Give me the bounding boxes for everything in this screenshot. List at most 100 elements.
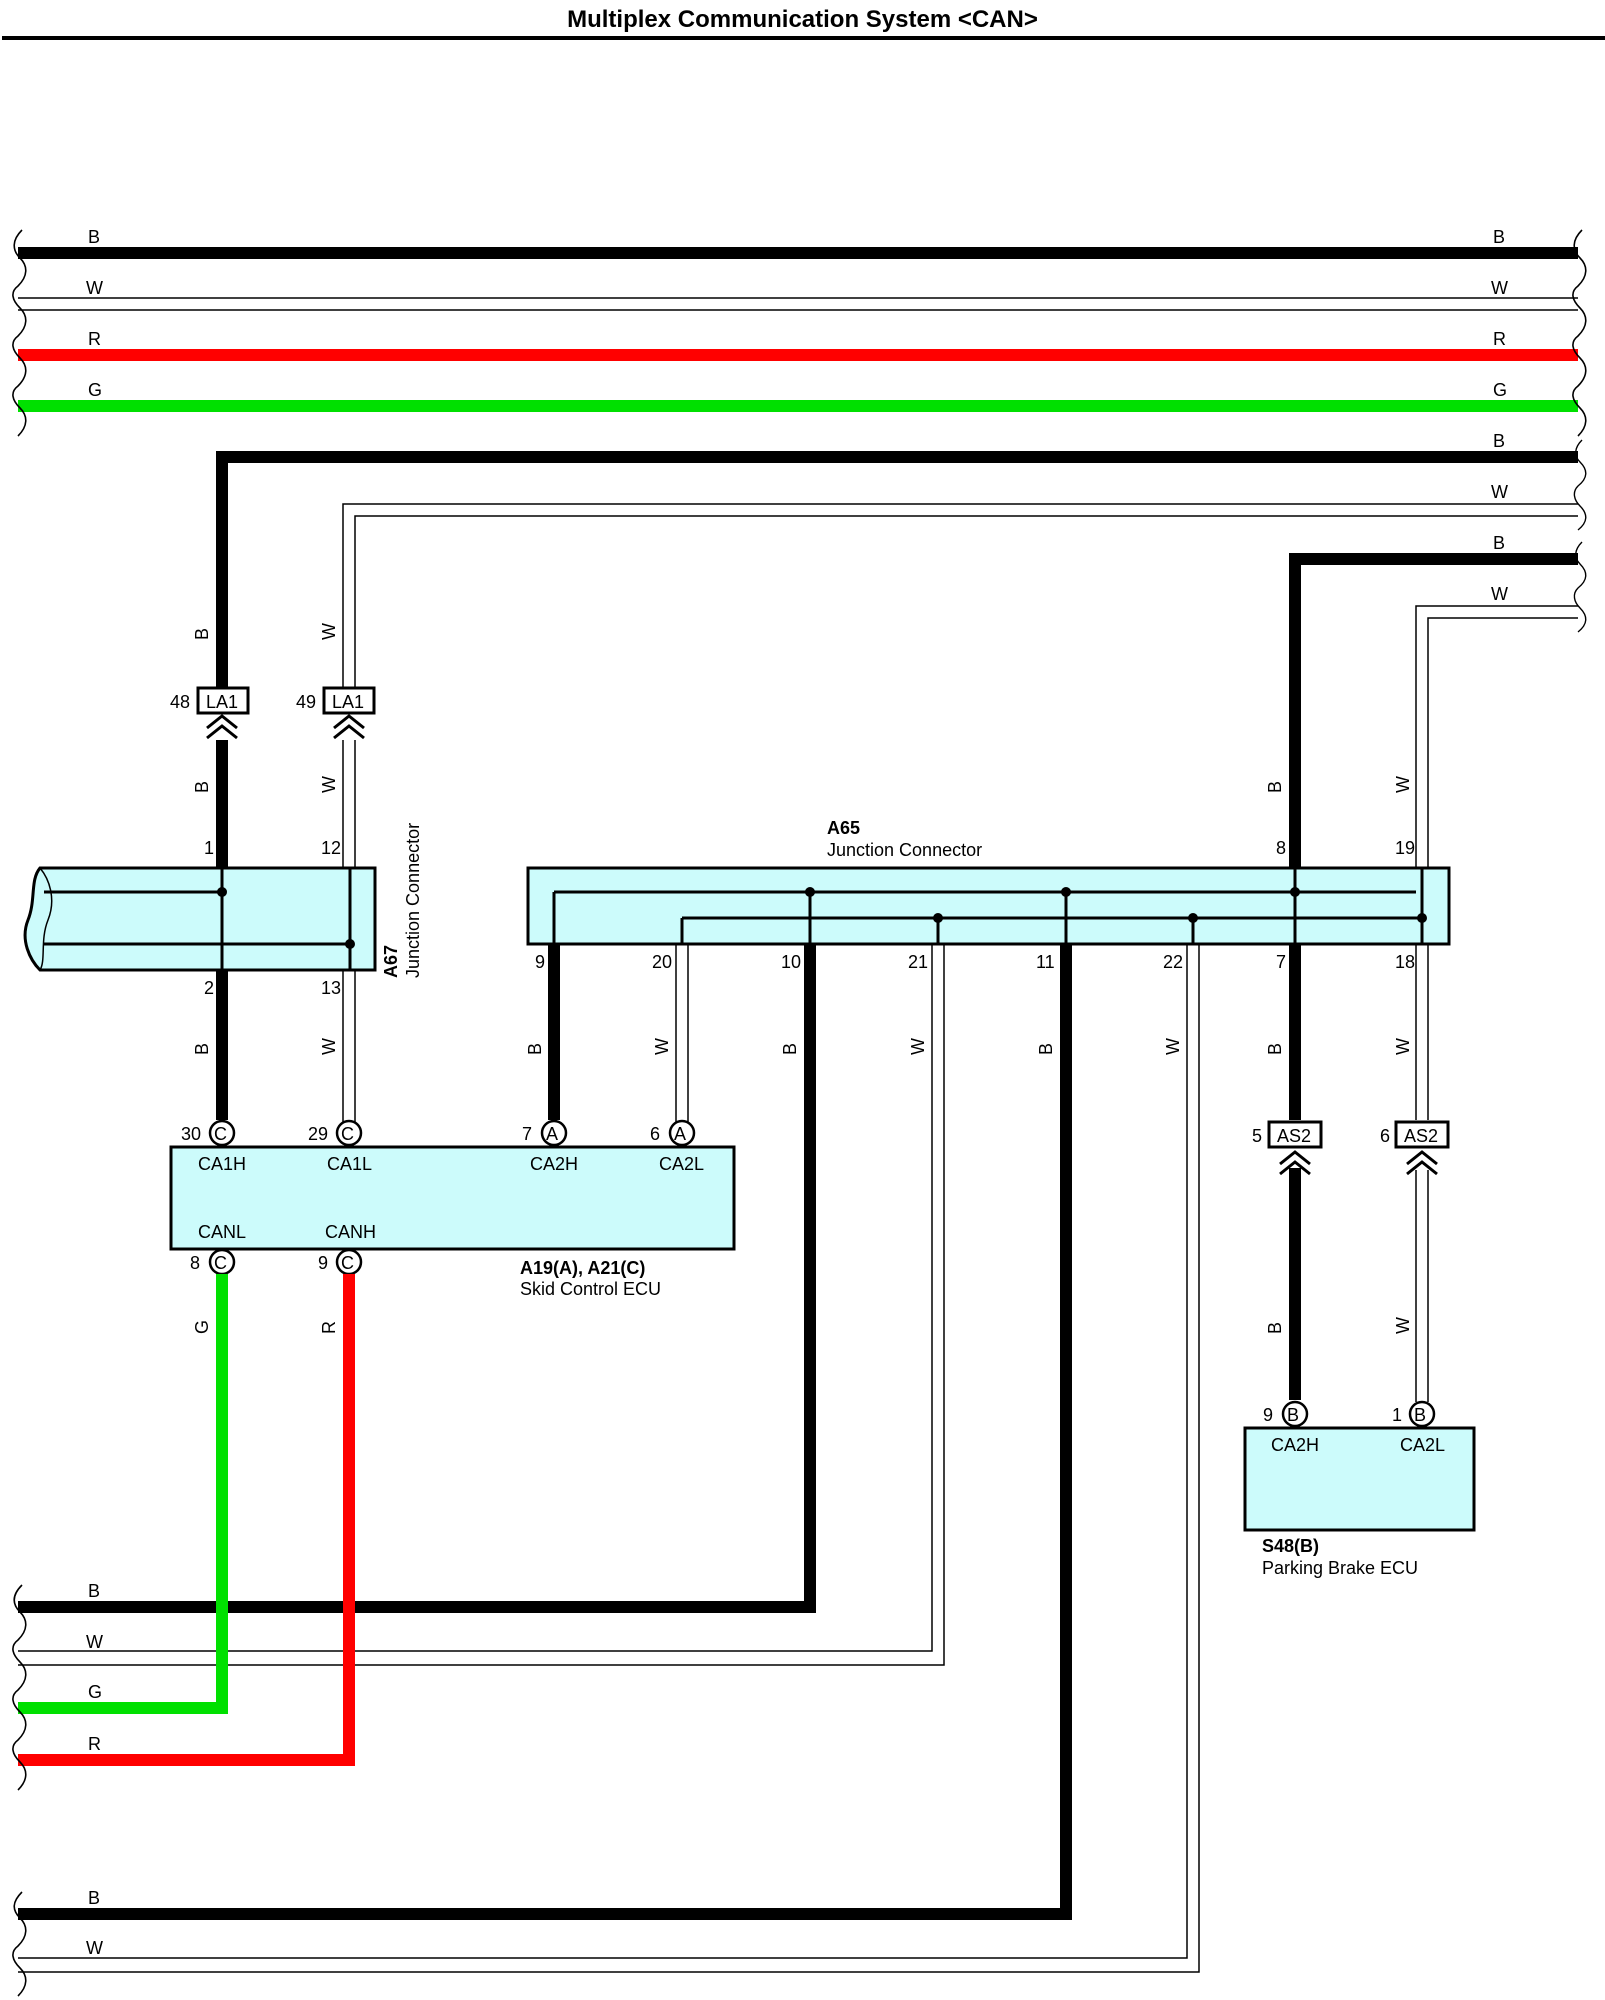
la1-connector-48: LA1 48 xyxy=(170,686,250,740)
top-bus: B W R G B W R G xyxy=(12,227,1587,437)
title-rule xyxy=(2,36,1605,40)
wire-label-g: G xyxy=(1493,380,1507,400)
wire-label-b: B xyxy=(1036,1043,1056,1055)
terminal-connector-letter: C xyxy=(341,1253,354,1273)
terminal-label: CANL xyxy=(198,1222,246,1242)
a65-pin-label: 22 xyxy=(1163,952,1183,972)
terminal-ca2h: A 7 CA2H xyxy=(522,1119,578,1174)
terminal-connector-letter: B xyxy=(1287,1405,1299,1425)
a65-pin-label: 8 xyxy=(1276,838,1286,858)
wire-label-w: W xyxy=(908,1038,928,1055)
parking-ecu-name: Parking Brake ECU xyxy=(1262,1558,1418,1578)
la1-code: LA1 xyxy=(332,692,364,712)
terminal-pin-number: 1 xyxy=(1392,1405,1402,1425)
wire-break-mark xyxy=(12,1584,27,1791)
wire-w-parking-ca2l xyxy=(1415,1170,1429,1402)
terminal-pin-number: 9 xyxy=(1263,1405,1273,1425)
a67-pin-label: 1 xyxy=(204,838,214,858)
terminal-pin-number: 6 xyxy=(650,1124,660,1144)
as2-code: AS2 xyxy=(1277,1126,1311,1146)
a67-name: Junction Connector xyxy=(403,823,423,978)
a65-pin-label: 20 xyxy=(652,952,672,972)
top-bus-w-wire xyxy=(18,297,1578,311)
terminal-ca2h: B 9 CA2H xyxy=(1263,1400,1319,1455)
wire-label-r: R xyxy=(88,329,101,349)
terminal-label: CANH xyxy=(325,1222,376,1242)
la1-pin-number: 48 xyxy=(170,692,190,712)
terminal-label: CA2H xyxy=(530,1154,578,1174)
skid-ecu-name: Skid Control ECU xyxy=(520,1279,661,1299)
wire-label-w: W xyxy=(319,1038,339,1055)
wire-g-canl xyxy=(18,1274,228,1714)
terminal-canl: CANL C 8 xyxy=(190,1222,246,1276)
wire-label-g: G xyxy=(88,1682,102,1702)
a67-code: A67 xyxy=(381,945,401,978)
as2-connector-6: AS2 6 xyxy=(1380,1120,1450,1176)
wire-label-b: B xyxy=(525,1043,545,1055)
wire-label-w: W xyxy=(1491,278,1508,298)
terminal-connector-letter: C xyxy=(341,1124,354,1144)
terminal-connector-letter: A xyxy=(546,1124,558,1144)
wire-r-canh xyxy=(18,1274,355,1766)
wire-b-a65-pin8 xyxy=(1289,553,1578,870)
a65-name: Junction Connector xyxy=(827,840,982,860)
wire-w-a65-pin20 xyxy=(675,944,689,1122)
terminal-connector-letter: C xyxy=(214,1124,227,1144)
terminal-canh: CANH C 9 xyxy=(318,1222,376,1276)
terminal-connector-letter: A xyxy=(674,1124,686,1144)
as2-pin-number: 6 xyxy=(1380,1126,1390,1146)
terminal-pin-number: 7 xyxy=(522,1124,532,1144)
wire-label-w: W xyxy=(1163,1038,1183,1055)
wire-label-b: B xyxy=(192,628,212,640)
as2-pin-number: 5 xyxy=(1252,1126,1262,1146)
wire-label-b: B xyxy=(88,1888,100,1908)
skid-ecu-code: A19(A), A21(C) xyxy=(520,1258,645,1278)
terminal-connector-letter: B xyxy=(1414,1405,1426,1425)
wire-b-a65-pin10 xyxy=(18,944,816,1613)
wire-label-g: G xyxy=(88,380,102,400)
a65-pin-label: 10 xyxy=(781,952,801,972)
wire-label-b: B xyxy=(1265,781,1285,793)
terminal-label: CA1L xyxy=(327,1154,372,1174)
wire-label-b: B xyxy=(192,1043,212,1055)
a67-pin-label: 13 xyxy=(321,978,341,998)
a65-pin-label: 18 xyxy=(1395,952,1415,972)
terminal-ca2l: A 6 CA2L xyxy=(650,1119,704,1174)
wire-label-w: W xyxy=(319,776,339,793)
wire-w-a67-to-ecu xyxy=(342,970,356,1122)
a65-pin-label: 7 xyxy=(1276,952,1286,972)
wire-label-r: R xyxy=(319,1321,339,1334)
as2-code: AS2 xyxy=(1404,1126,1438,1146)
wire-label-w: W xyxy=(1491,482,1508,502)
la1-code: LA1 xyxy=(206,692,238,712)
la1-connector-49: LA1 49 xyxy=(296,686,376,740)
parking-brake-ecu: B 9 CA2H B 1 CA2L S48(B) Parking Brake E… xyxy=(1243,1400,1476,1578)
terminal-label: CA1H xyxy=(198,1154,246,1174)
a67-pin-label: 12 xyxy=(321,838,341,858)
terminal-pin-number: 8 xyxy=(190,1253,200,1273)
la1-pin-number: 49 xyxy=(296,692,316,712)
terminal-connector-letter: C xyxy=(214,1253,227,1273)
page-title: Multiplex Communication System <CAN> xyxy=(567,6,1038,33)
wire-label-w: W xyxy=(1393,776,1413,793)
wire-label-w: W xyxy=(1393,1317,1413,1334)
wire-label-w: W xyxy=(652,1038,672,1055)
a65-junction-connector: A65 Junction Connector 8 19 9 20 10 21 1… xyxy=(526,818,1451,972)
wire-label-w: W xyxy=(319,623,339,640)
terminal-label: CA2H xyxy=(1271,1435,1319,1455)
wire-label-b: B xyxy=(1493,227,1505,247)
terminal-ca1h: C 30 CA1H xyxy=(181,1119,246,1174)
wire-b-a67-pin1 xyxy=(216,451,1578,690)
bottom-bus: B W G R B W xyxy=(12,1581,103,1997)
wire-break-mark xyxy=(1572,229,1587,437)
a65-code: A65 xyxy=(827,818,860,838)
a65-pin-label: 21 xyxy=(908,952,928,972)
wire-label-w: W xyxy=(1491,584,1508,604)
terminal-ca2l: B 1 CA2L xyxy=(1392,1400,1445,1455)
wire-label-w: W xyxy=(86,1938,103,1958)
terminal-label: CA2L xyxy=(659,1154,704,1174)
wire-label-b: B xyxy=(780,1043,800,1055)
wire-label-w: W xyxy=(86,1632,103,1652)
wire-w-a65-pin21 xyxy=(18,944,945,1666)
a65-pin-label: 11 xyxy=(1036,952,1055,972)
